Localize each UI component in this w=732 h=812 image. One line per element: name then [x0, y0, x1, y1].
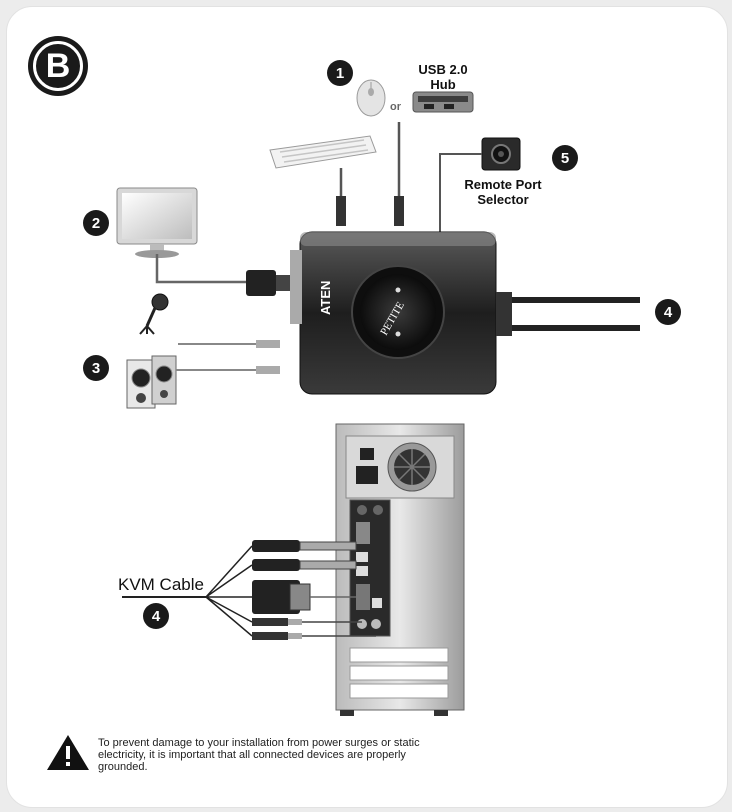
warning-text: To prevent damage to your installation f…	[98, 737, 458, 773]
hub-label-line2: Hub	[430, 77, 456, 92]
microphone-icon	[139, 293, 169, 335]
section-letter: B	[45, 46, 71, 85]
kvm-cable-label: KVM Cable	[118, 575, 204, 594]
warning-icon	[47, 735, 89, 770]
warning-line-3: grounded.	[98, 761, 148, 773]
monitor-icon	[116, 187, 198, 258]
section-badge: B	[28, 36, 88, 96]
remote-label: Remote Port Selector	[458, 177, 548, 207]
callout-4-bottom: 4	[143, 603, 169, 629]
mouse-icon	[356, 79, 386, 117]
remote-label-line1: Remote Port	[464, 177, 542, 192]
warning-line-2: electricity, it is important that all co…	[98, 749, 406, 761]
remote-label-line2: Selector	[477, 192, 529, 207]
remote-selector-icon	[481, 137, 521, 171]
device-brand: ATEN	[318, 281, 333, 315]
callout-3: 3	[83, 355, 109, 381]
keyboard-icon	[269, 135, 377, 169]
computer-tower-icon	[335, 423, 465, 716]
or-label: or	[390, 101, 401, 113]
callout-1: 1	[327, 60, 353, 86]
speakers-icon	[126, 355, 177, 409]
hub-label: USB 2.0 Hub	[412, 62, 474, 92]
kvm-switch-icon	[290, 231, 497, 395]
callout-5: 5	[552, 145, 578, 171]
usb-hub-icon	[412, 91, 474, 113]
callout-2: 2	[83, 210, 109, 236]
warning-line-1: To prevent damage to your installation f…	[98, 737, 420, 749]
callout-4-top: 4	[655, 299, 681, 325]
hub-label-line1: USB 2.0	[418, 62, 468, 77]
